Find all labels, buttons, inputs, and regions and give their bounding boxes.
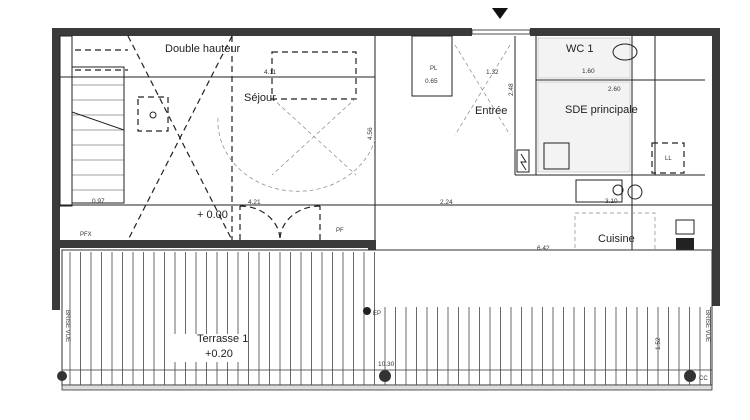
dim-living-top: 4.11 [264, 69, 277, 76]
tag-screen-right: BRISE VUE [704, 310, 710, 342]
room-labels: Double hauteur Séjour Entrée WC 1 SDE pr… [165, 43, 638, 360]
entrance-arrow-icon [492, 8, 508, 19]
dim-kitchen: 6.42 [537, 245, 550, 252]
tag-fixed-window: PFX [80, 232, 92, 238]
post-icon [57, 371, 67, 381]
tag-closet: PL [430, 66, 438, 72]
tag-corner: CC [699, 376, 708, 382]
post-icon [379, 370, 391, 382]
dim-window-left: 4.21 [248, 199, 261, 206]
dim-entry: 1.32 [486, 69, 499, 76]
label-kitchen: Cuisine [598, 233, 635, 245]
dim-terrace: 10.30 [378, 361, 395, 368]
label-bathroom: SDE principale [565, 104, 638, 116]
dim-living-height: 4.56 [367, 127, 374, 140]
tag-window-door: PF [336, 228, 344, 234]
hob-icon [612, 184, 624, 196]
toilet-icon [612, 43, 638, 61]
label-living: Séjour [244, 92, 276, 104]
dim-living-mid: 2.24 [440, 199, 453, 206]
label-wc: WC 1 [566, 43, 594, 55]
label-entry: Entrée [475, 105, 507, 117]
electrical-panel-icon [520, 153, 527, 171]
terrace-deck [57, 249, 713, 391]
dim-stair: 0.97 [92, 198, 105, 205]
dimensions: 0.97 4.11 4.56 4.21 2.24 6.42 0.65 1.32 … [64, 66, 710, 382]
tag-screen-left: BRISE VUE [64, 310, 70, 342]
tag-rain-pipe: EP [373, 311, 381, 317]
dim-closet: 0.65 [425, 78, 438, 85]
rain-pipe-icon [363, 307, 371, 315]
dim-terrace-side: 1.52 [655, 337, 662, 350]
dim-wc: 1.60 [582, 68, 595, 75]
dim-kitchen-counter: 3.10 [605, 198, 618, 205]
dim-entry-side: 2.48 [508, 83, 515, 96]
label-terrace: Terrasse 1 [197, 333, 248, 345]
dim-bathroom: 2.60 [608, 86, 621, 93]
post-icon [684, 370, 696, 382]
label-double-height: Double hauteur [165, 43, 241, 55]
sink-icon [543, 142, 570, 170]
tag-laundry: LL [665, 156, 672, 162]
bathroom-fixtures [516, 37, 695, 254]
level-interior: + 0.00 [197, 209, 228, 221]
level-terrace: +0.20 [205, 348, 233, 360]
